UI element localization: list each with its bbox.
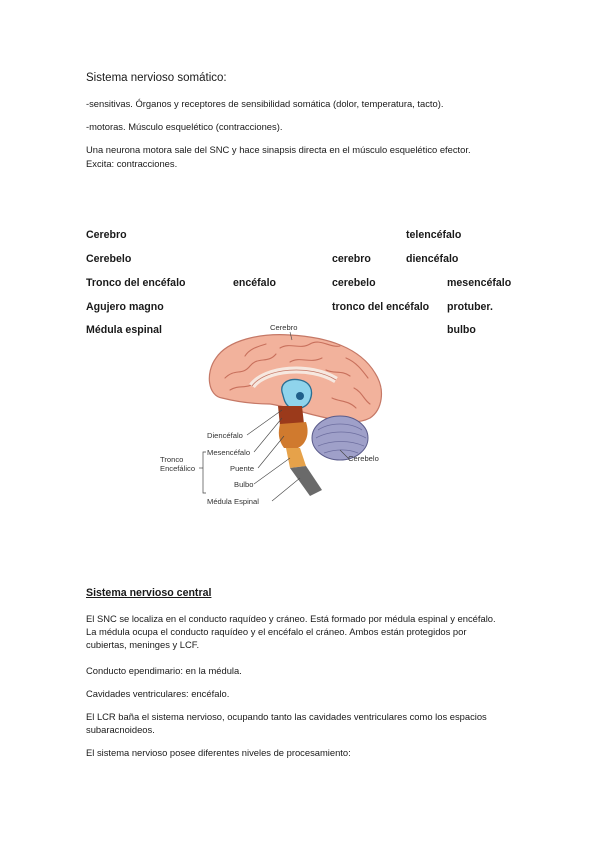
cerebellum-shape	[311, 415, 369, 461]
table-col1-cerebelo: Cerebelo	[86, 253, 132, 265]
tronco-bracket	[202, 451, 206, 494]
table-col2-encefalo: encéfalo	[233, 277, 276, 289]
central-paragraph-1: El SNC se localiza en el conducto raquíd…	[86, 613, 496, 650]
brain-diagram: Cerebro Diencéfalo Mesencéfalo Puente Bu…	[160, 323, 383, 506]
table-col1-medula: Médula espinal	[86, 324, 162, 336]
table-col3-cerebro: cerebro	[332, 253, 371, 265]
central-paragraph-4: El LCR baña el sistema nervioso, ocupand…	[86, 711, 487, 735]
midbrain-shape	[278, 406, 304, 426]
table-col4-telencefalo: telencéfalo	[406, 229, 462, 241]
somatic-title: Sistema nervioso somático:	[86, 72, 227, 84]
table-col1-tronco: Tronco del encéfalo	[86, 277, 186, 289]
table-col3-tronco: tronco del encéfalo	[332, 301, 430, 313]
table-col4-bulbo: bulbo	[447, 324, 476, 336]
pons-shape	[278, 422, 308, 448]
somatic-motor-line: -motoras. Músculo esquelético (contracci…	[86, 121, 283, 132]
label-bulbo: Bulbo	[234, 480, 253, 489]
table-col4-mesencefalo: mesencéfalo	[447, 277, 512, 289]
central-title: Sistema nervioso central	[86, 587, 212, 599]
label-diencefalo: Diencéfalo	[207, 431, 243, 440]
somatic-sensory-line: -sensitivas. Órganos y receptores de sen…	[86, 98, 444, 109]
table-col3-cerebelo: cerebelo	[332, 277, 376, 289]
table-col4-protuber: protuber.	[447, 301, 493, 313]
table-col1-agujero: Agujero magno	[86, 301, 164, 313]
label-mesencefalo: Mesencéfalo	[207, 448, 250, 457]
central-paragraph-5: El sistema nervioso posee diferentes niv…	[86, 747, 351, 758]
label-tronco-1: Tronco	[160, 455, 183, 464]
somatic-neuron-line: Una neurona motora sale del SNC y hace s…	[86, 144, 471, 155]
table-col4-diencefalo: diencéfalo	[406, 253, 459, 265]
label-medula: Médula Espinal	[207, 497, 259, 506]
label-cerebro: Cerebro	[270, 323, 297, 332]
table-col1-cerebro: Cerebro	[86, 229, 127, 241]
label-cerebelo: Cerebelo	[348, 454, 379, 463]
gyri-lines	[224, 341, 371, 409]
label-tronco-2: Encefálico	[160, 464, 195, 473]
central-paragraph-2: Conducto ependimario: en la médula.	[86, 665, 242, 676]
cerebellum-folia	[315, 423, 367, 454]
somatic-excites-line: Excita: contracciones.	[86, 158, 178, 169]
medulla-shape	[286, 448, 306, 468]
spinal-cord-shape	[290, 466, 322, 496]
label-puente: Puente	[230, 464, 254, 473]
central-paragraph-3: Cavidades ventriculares: encéfalo.	[86, 688, 230, 699]
